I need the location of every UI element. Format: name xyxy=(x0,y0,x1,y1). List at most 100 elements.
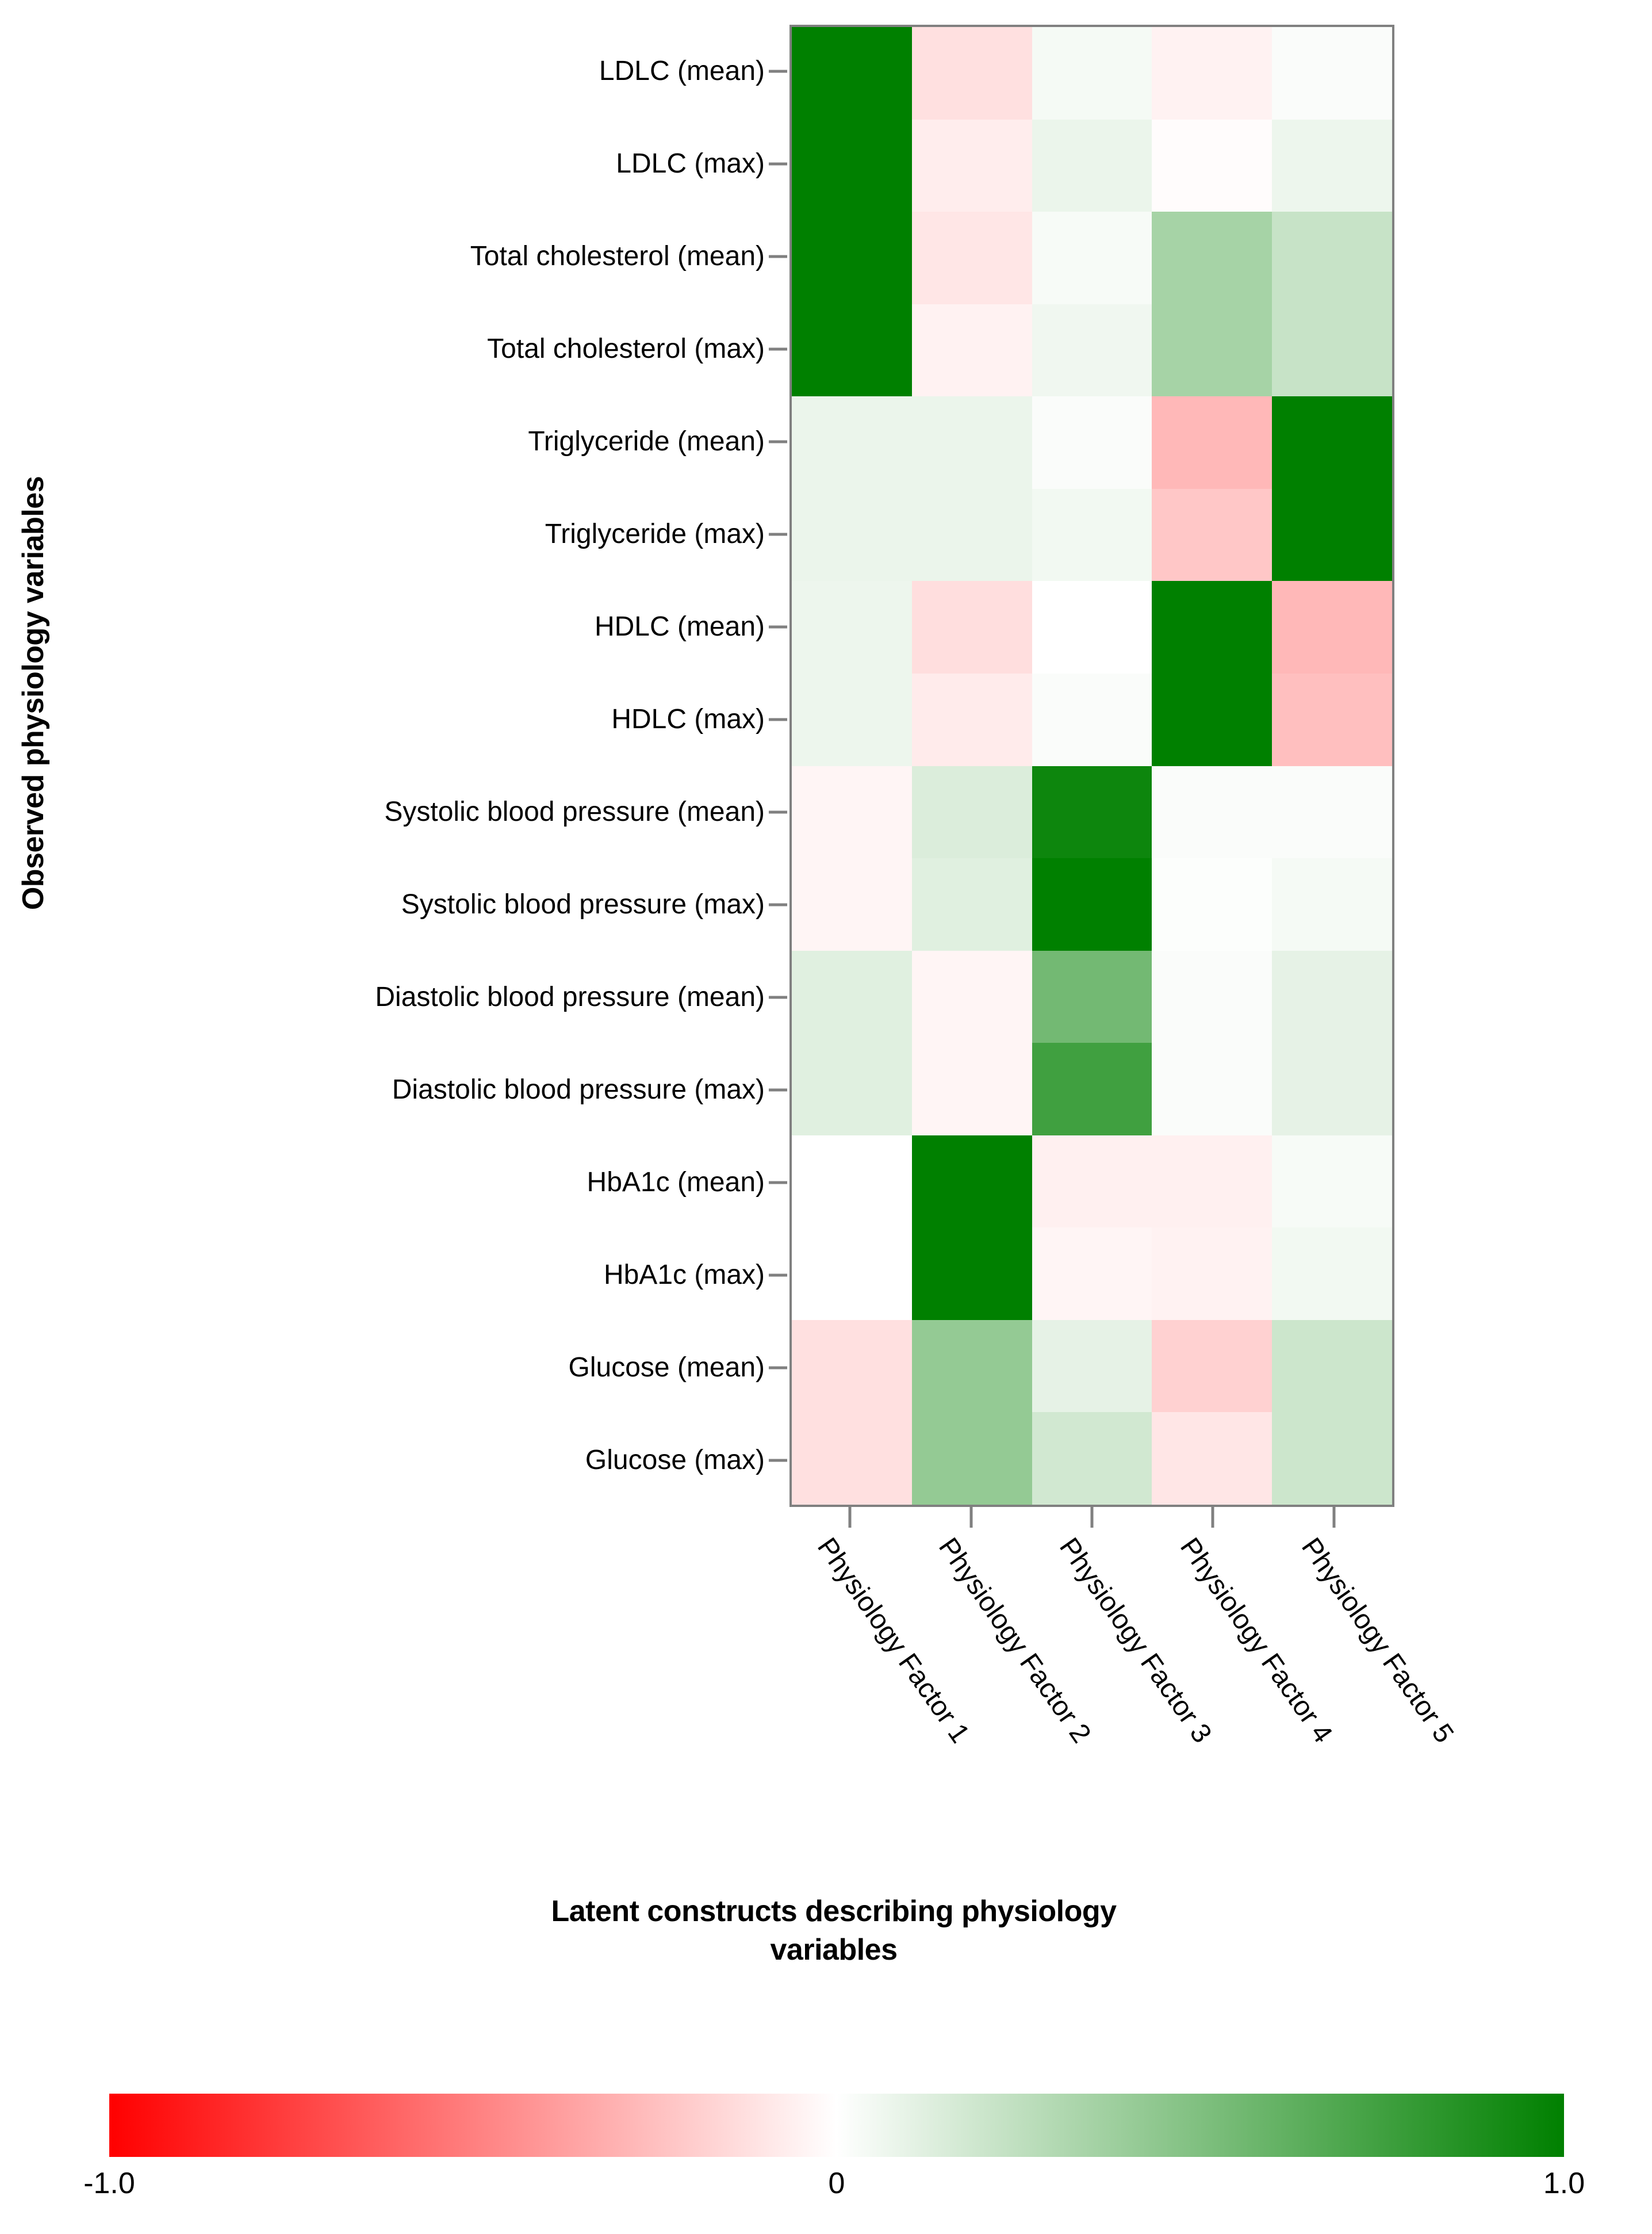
heatmap-cell xyxy=(1032,673,1152,766)
x-axis-title-line2: variables xyxy=(770,1933,898,1967)
y-axis-tick-label: Triglyceride (mean) xyxy=(528,426,765,457)
heatmap-cell xyxy=(792,488,912,582)
heatmap-cell xyxy=(792,1043,912,1135)
heatmap-cell xyxy=(911,581,1032,674)
heatmap-cell xyxy=(1272,858,1392,951)
heatmap-cell xyxy=(1032,212,1152,304)
x-axis-tick-mark xyxy=(1332,1507,1336,1528)
y-axis-tick-mark xyxy=(769,903,787,906)
heatmap-cell xyxy=(1272,1227,1392,1320)
heatmap-cell xyxy=(1152,304,1272,397)
heatmap-cell xyxy=(911,858,1032,951)
heatmap-cell xyxy=(792,673,912,766)
y-axis-tick-mark xyxy=(769,996,787,999)
heatmap-cell xyxy=(911,1227,1032,1320)
heatmap-cell xyxy=(1152,950,1272,1043)
y-axis-tick-label: HbA1c (mean) xyxy=(587,1167,765,1198)
heatmap-cell xyxy=(792,581,912,674)
heatmap-cell xyxy=(911,27,1032,120)
heatmap-cell xyxy=(1272,1135,1392,1228)
heatmap-cell xyxy=(1272,1043,1392,1135)
colorbar-max-label: 1.0 xyxy=(1543,2167,1585,2200)
heatmap-cell xyxy=(911,396,1032,489)
y-axis-tick-label: Glucose (max) xyxy=(585,1445,765,1476)
x-axis-tick-mark xyxy=(1211,1507,1214,1528)
y-axis-tick-mark xyxy=(769,440,787,443)
heatmap-cell xyxy=(1152,488,1272,582)
heatmap-plot-area xyxy=(789,25,1394,1507)
heatmap-cell xyxy=(1272,119,1392,212)
heatmap-cell xyxy=(792,1412,912,1505)
y-axis-tick-mark xyxy=(769,718,787,721)
y-axis-tick-mark xyxy=(769,810,787,814)
y-axis-tick-label: HbA1c (max) xyxy=(603,1260,765,1291)
x-axis-tick-mark xyxy=(1090,1507,1094,1528)
y-axis-tick-label: Diastolic blood pressure (max) xyxy=(392,1074,765,1105)
heatmap-cell xyxy=(1272,1412,1392,1505)
heatmap-cell xyxy=(1152,1319,1272,1413)
y-axis-tick-label: Diastolic blood pressure (mean) xyxy=(375,982,765,1013)
heatmap-cell xyxy=(1152,1227,1272,1320)
y-axis-tick-label: LDLC (mean) xyxy=(599,55,765,86)
colorbar: -1.0 0 1.0 xyxy=(0,2094,1652,2232)
y-axis-tick-mark xyxy=(769,625,787,629)
y-axis-tick-mark xyxy=(769,1273,787,1277)
heatmap-cell xyxy=(1152,212,1272,304)
x-axis-title: Latent constructs describing physiology … xyxy=(403,1892,1265,1969)
heatmap-cell xyxy=(1272,304,1392,397)
heatmap-cell xyxy=(911,488,1032,582)
heatmap-cell xyxy=(1152,1412,1272,1505)
heatmap-cell xyxy=(1032,1135,1152,1228)
heatmap-cell xyxy=(1152,27,1272,120)
heatmap-cell xyxy=(1152,396,1272,489)
heatmap-cell xyxy=(1272,581,1392,674)
y-axis-tick-label: Systolic blood pressure (mean) xyxy=(384,797,765,828)
heatmap-cell xyxy=(1032,1043,1152,1135)
heatmap-cell xyxy=(1032,766,1152,859)
heatmap-cell xyxy=(1272,27,1392,120)
y-axis-tick-label: HDLC (mean) xyxy=(594,611,765,642)
heatmap-cell xyxy=(1032,581,1152,674)
heatmap-cell xyxy=(911,1135,1032,1228)
heatmap-cell xyxy=(1272,1319,1392,1413)
y-axis-tick-mark xyxy=(769,1459,787,1462)
heatmap-cell xyxy=(792,396,912,489)
heatmap-cell xyxy=(911,1319,1032,1413)
x-axis-title-line1: Latent constructs describing physiology xyxy=(551,1895,1117,1928)
y-axis-tick-label: LDLC (max) xyxy=(616,148,765,179)
heatmap-cell xyxy=(911,304,1032,397)
y-axis-tick-mark xyxy=(769,162,787,166)
heatmap-cell xyxy=(1152,1135,1272,1228)
heatmap-cell xyxy=(1152,581,1272,674)
x-axis-tick-mark xyxy=(969,1507,973,1528)
heatmap-cell xyxy=(1152,673,1272,766)
heatmap-cell xyxy=(1272,950,1392,1043)
colorbar-min-label: -1.0 xyxy=(83,2167,135,2200)
heatmap-cell xyxy=(1032,858,1152,951)
heatmap-cell xyxy=(1032,1319,1152,1413)
heatmap-cell xyxy=(792,212,912,304)
y-axis-tick-mark xyxy=(769,533,787,536)
y-axis-tick-label: HDLC (max) xyxy=(611,703,765,735)
y-axis-tick-label: Triglyceride (max) xyxy=(545,518,765,549)
colorbar-gradient xyxy=(109,2094,1564,2157)
y-axis-tick-mark xyxy=(769,1088,787,1092)
y-axis-tick-mark xyxy=(769,255,787,258)
heatmap-cell xyxy=(911,950,1032,1043)
heatmap-cell xyxy=(792,858,912,951)
heatmap-cell xyxy=(1272,396,1392,489)
x-axis-tick-mark xyxy=(848,1507,852,1528)
heatmap-cell xyxy=(1152,858,1272,951)
y-axis-tick-mark xyxy=(769,70,787,73)
heatmap-cell xyxy=(792,950,912,1043)
y-axis-tick-mark xyxy=(769,347,787,351)
heatmap-cell xyxy=(1272,766,1392,859)
heatmap-cell xyxy=(911,1043,1032,1135)
heatmap-grid xyxy=(792,27,1392,1505)
heatmap-cell xyxy=(792,304,912,397)
heatmap-cell xyxy=(792,1135,912,1228)
heatmap-cell xyxy=(1032,27,1152,120)
heatmap-cell xyxy=(1272,212,1392,304)
y-axis-tick-label: Systolic blood pressure (max) xyxy=(401,889,765,920)
